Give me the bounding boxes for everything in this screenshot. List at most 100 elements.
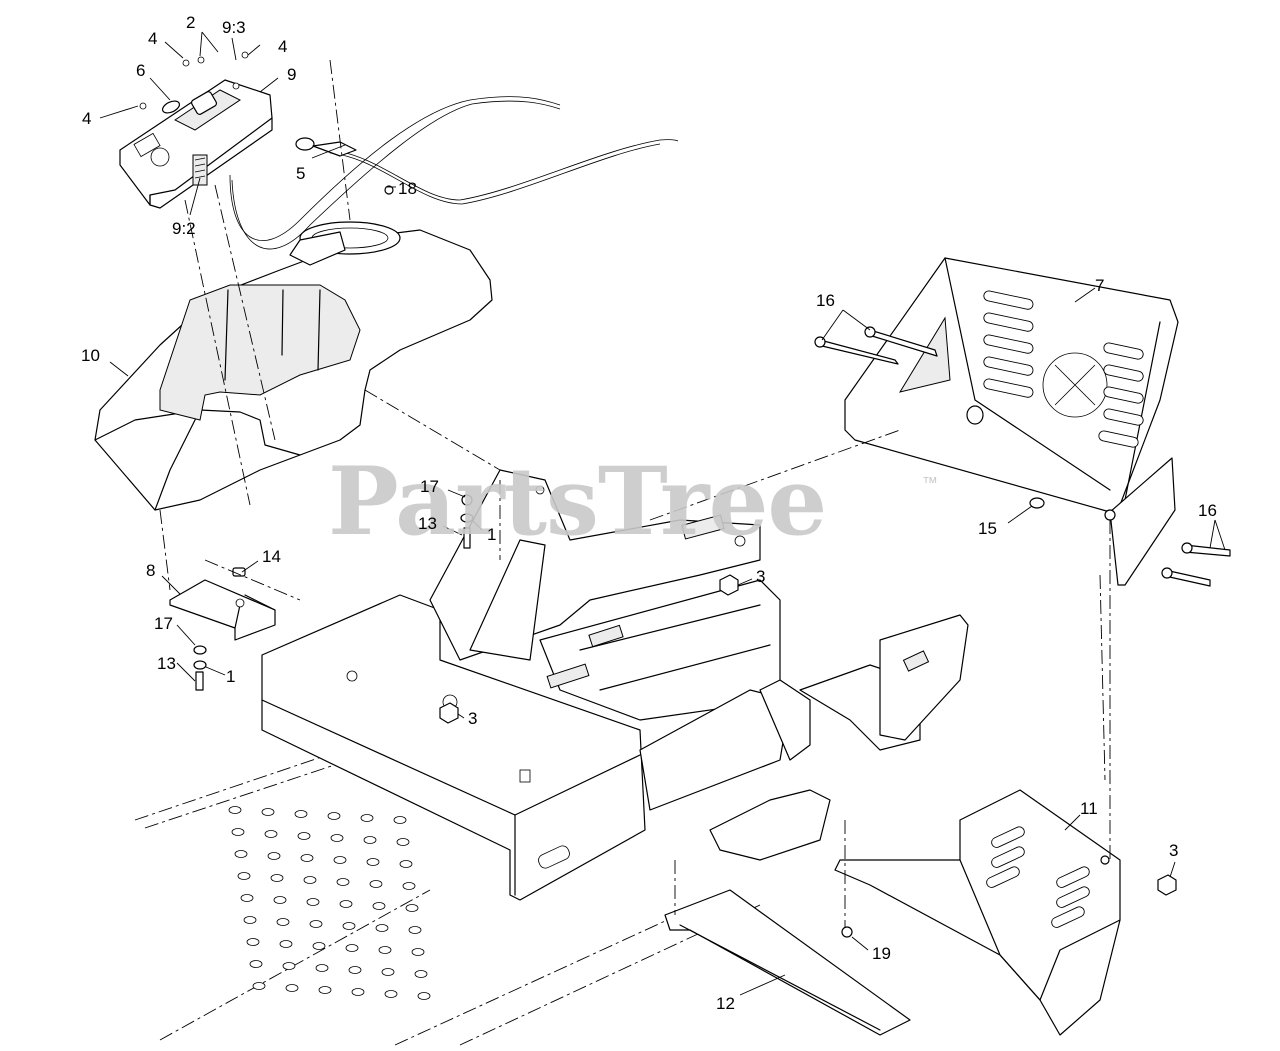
callout-17: 17 <box>420 477 439 496</box>
callout-17: 17 <box>154 614 173 633</box>
callout-13: 13 <box>157 654 176 673</box>
perforation-hole <box>228 806 242 814</box>
callout-19: 19 <box>872 944 891 963</box>
control-panel <box>119 51 273 209</box>
callout-leaders <box>99 31 1226 996</box>
callout-6: 6 <box>136 61 146 80</box>
vent-slot <box>991 846 1025 868</box>
perforation-hole <box>414 970 428 978</box>
fender-pan <box>94 221 493 511</box>
callout-5: 5 <box>296 164 306 183</box>
perforation-hole <box>318 986 332 994</box>
vent-slot <box>1051 906 1085 928</box>
perforation-hole <box>231 828 245 836</box>
perforation-hole <box>270 874 284 882</box>
callout-3: 3 <box>756 567 766 586</box>
vent-slot <box>1103 364 1144 382</box>
callout-1: 1 <box>487 525 497 544</box>
callout-9: 9 <box>287 65 297 84</box>
callout-3: 3 <box>1169 841 1179 860</box>
vent-slot <box>983 378 1034 398</box>
trademark-symbol: ™ <box>922 475 938 492</box>
perforation-hole <box>261 808 275 816</box>
perforation-hole <box>345 944 359 952</box>
vent-slot <box>1056 866 1090 888</box>
assembly-lines <box>159 59 1111 930</box>
callout-15: 15 <box>978 519 997 538</box>
perforation-hole <box>339 900 353 908</box>
perforation-hole <box>342 922 356 930</box>
perforation-hole <box>300 854 314 862</box>
perforation-hole <box>234 850 248 858</box>
vent-slot <box>1103 342 1144 360</box>
callout-4: 4 <box>278 37 288 56</box>
perforation-hole <box>351 988 365 996</box>
perforation-hole <box>279 940 293 948</box>
fasteners <box>193 185 1231 938</box>
vent-slot <box>1103 408 1144 426</box>
vent-slot <box>983 356 1034 376</box>
perforation-hole <box>402 882 416 890</box>
rear-guard-7 <box>844 257 1179 586</box>
callout-16: 16 <box>1198 501 1217 520</box>
callout-13: 13 <box>418 514 437 533</box>
perforation-hole <box>303 876 317 884</box>
vent-slot <box>983 312 1034 332</box>
perforation-hole <box>297 832 311 840</box>
perforation-hole <box>381 968 395 976</box>
perforation-hole <box>411 948 425 956</box>
perforation-hole <box>330 834 344 842</box>
callout-16: 16 <box>816 291 835 310</box>
perforation-hole <box>393 816 407 824</box>
callout-4: 4 <box>148 29 158 48</box>
perforation-hole <box>417 992 431 1000</box>
vent-slot <box>1056 886 1090 908</box>
perforation-hole <box>309 920 323 928</box>
vent-slot <box>983 334 1034 354</box>
perforation-hole <box>240 894 254 902</box>
callout-3: 3 <box>468 709 478 728</box>
perforation-hole <box>294 810 308 818</box>
callout-2: 2 <box>186 13 196 32</box>
perforation-hole <box>273 896 287 904</box>
perforation-hole <box>252 982 266 990</box>
perforation-hole <box>312 942 326 950</box>
perforation-hole <box>315 964 329 972</box>
rear-plate-11 <box>834 789 1121 1036</box>
vent-slot <box>983 290 1034 310</box>
callout-1: 1 <box>226 667 236 686</box>
perforation-hole <box>396 838 410 846</box>
perforation-hole <box>366 858 380 866</box>
perforation-hole <box>348 966 362 974</box>
perforation-hole <box>363 836 377 844</box>
perforation-hole <box>333 856 347 864</box>
callout-4: 4 <box>82 109 92 128</box>
vent-slot <box>1103 386 1144 404</box>
perforation-hole <box>264 830 278 838</box>
perforation-hole <box>306 898 320 906</box>
perforation-hole <box>285 984 299 992</box>
callout-9-3: 9:3 <box>222 18 246 37</box>
perforation-hole <box>405 904 419 912</box>
perforation-hole <box>378 946 392 954</box>
perforation-hole <box>267 852 281 860</box>
partstree-watermark: PartsTree <box>328 447 827 557</box>
callout-12: 12 <box>716 994 735 1013</box>
callout-7: 7 <box>1095 276 1105 295</box>
perforation-hole <box>336 878 350 886</box>
main-frame <box>261 469 969 901</box>
perforation-hole <box>243 916 257 924</box>
perforation-hole <box>237 872 251 880</box>
perforation-hole <box>369 880 383 888</box>
callout-8: 8 <box>146 561 156 580</box>
perforation-hole <box>327 812 341 820</box>
vent-slot <box>986 866 1020 888</box>
callout-10: 10 <box>81 346 100 365</box>
perforation-hole <box>276 918 290 926</box>
perforation-hole <box>246 938 260 946</box>
callout-14: 14 <box>262 547 281 566</box>
callout-9-2: 9:2 <box>172 219 196 238</box>
perforation-hole <box>399 860 413 868</box>
